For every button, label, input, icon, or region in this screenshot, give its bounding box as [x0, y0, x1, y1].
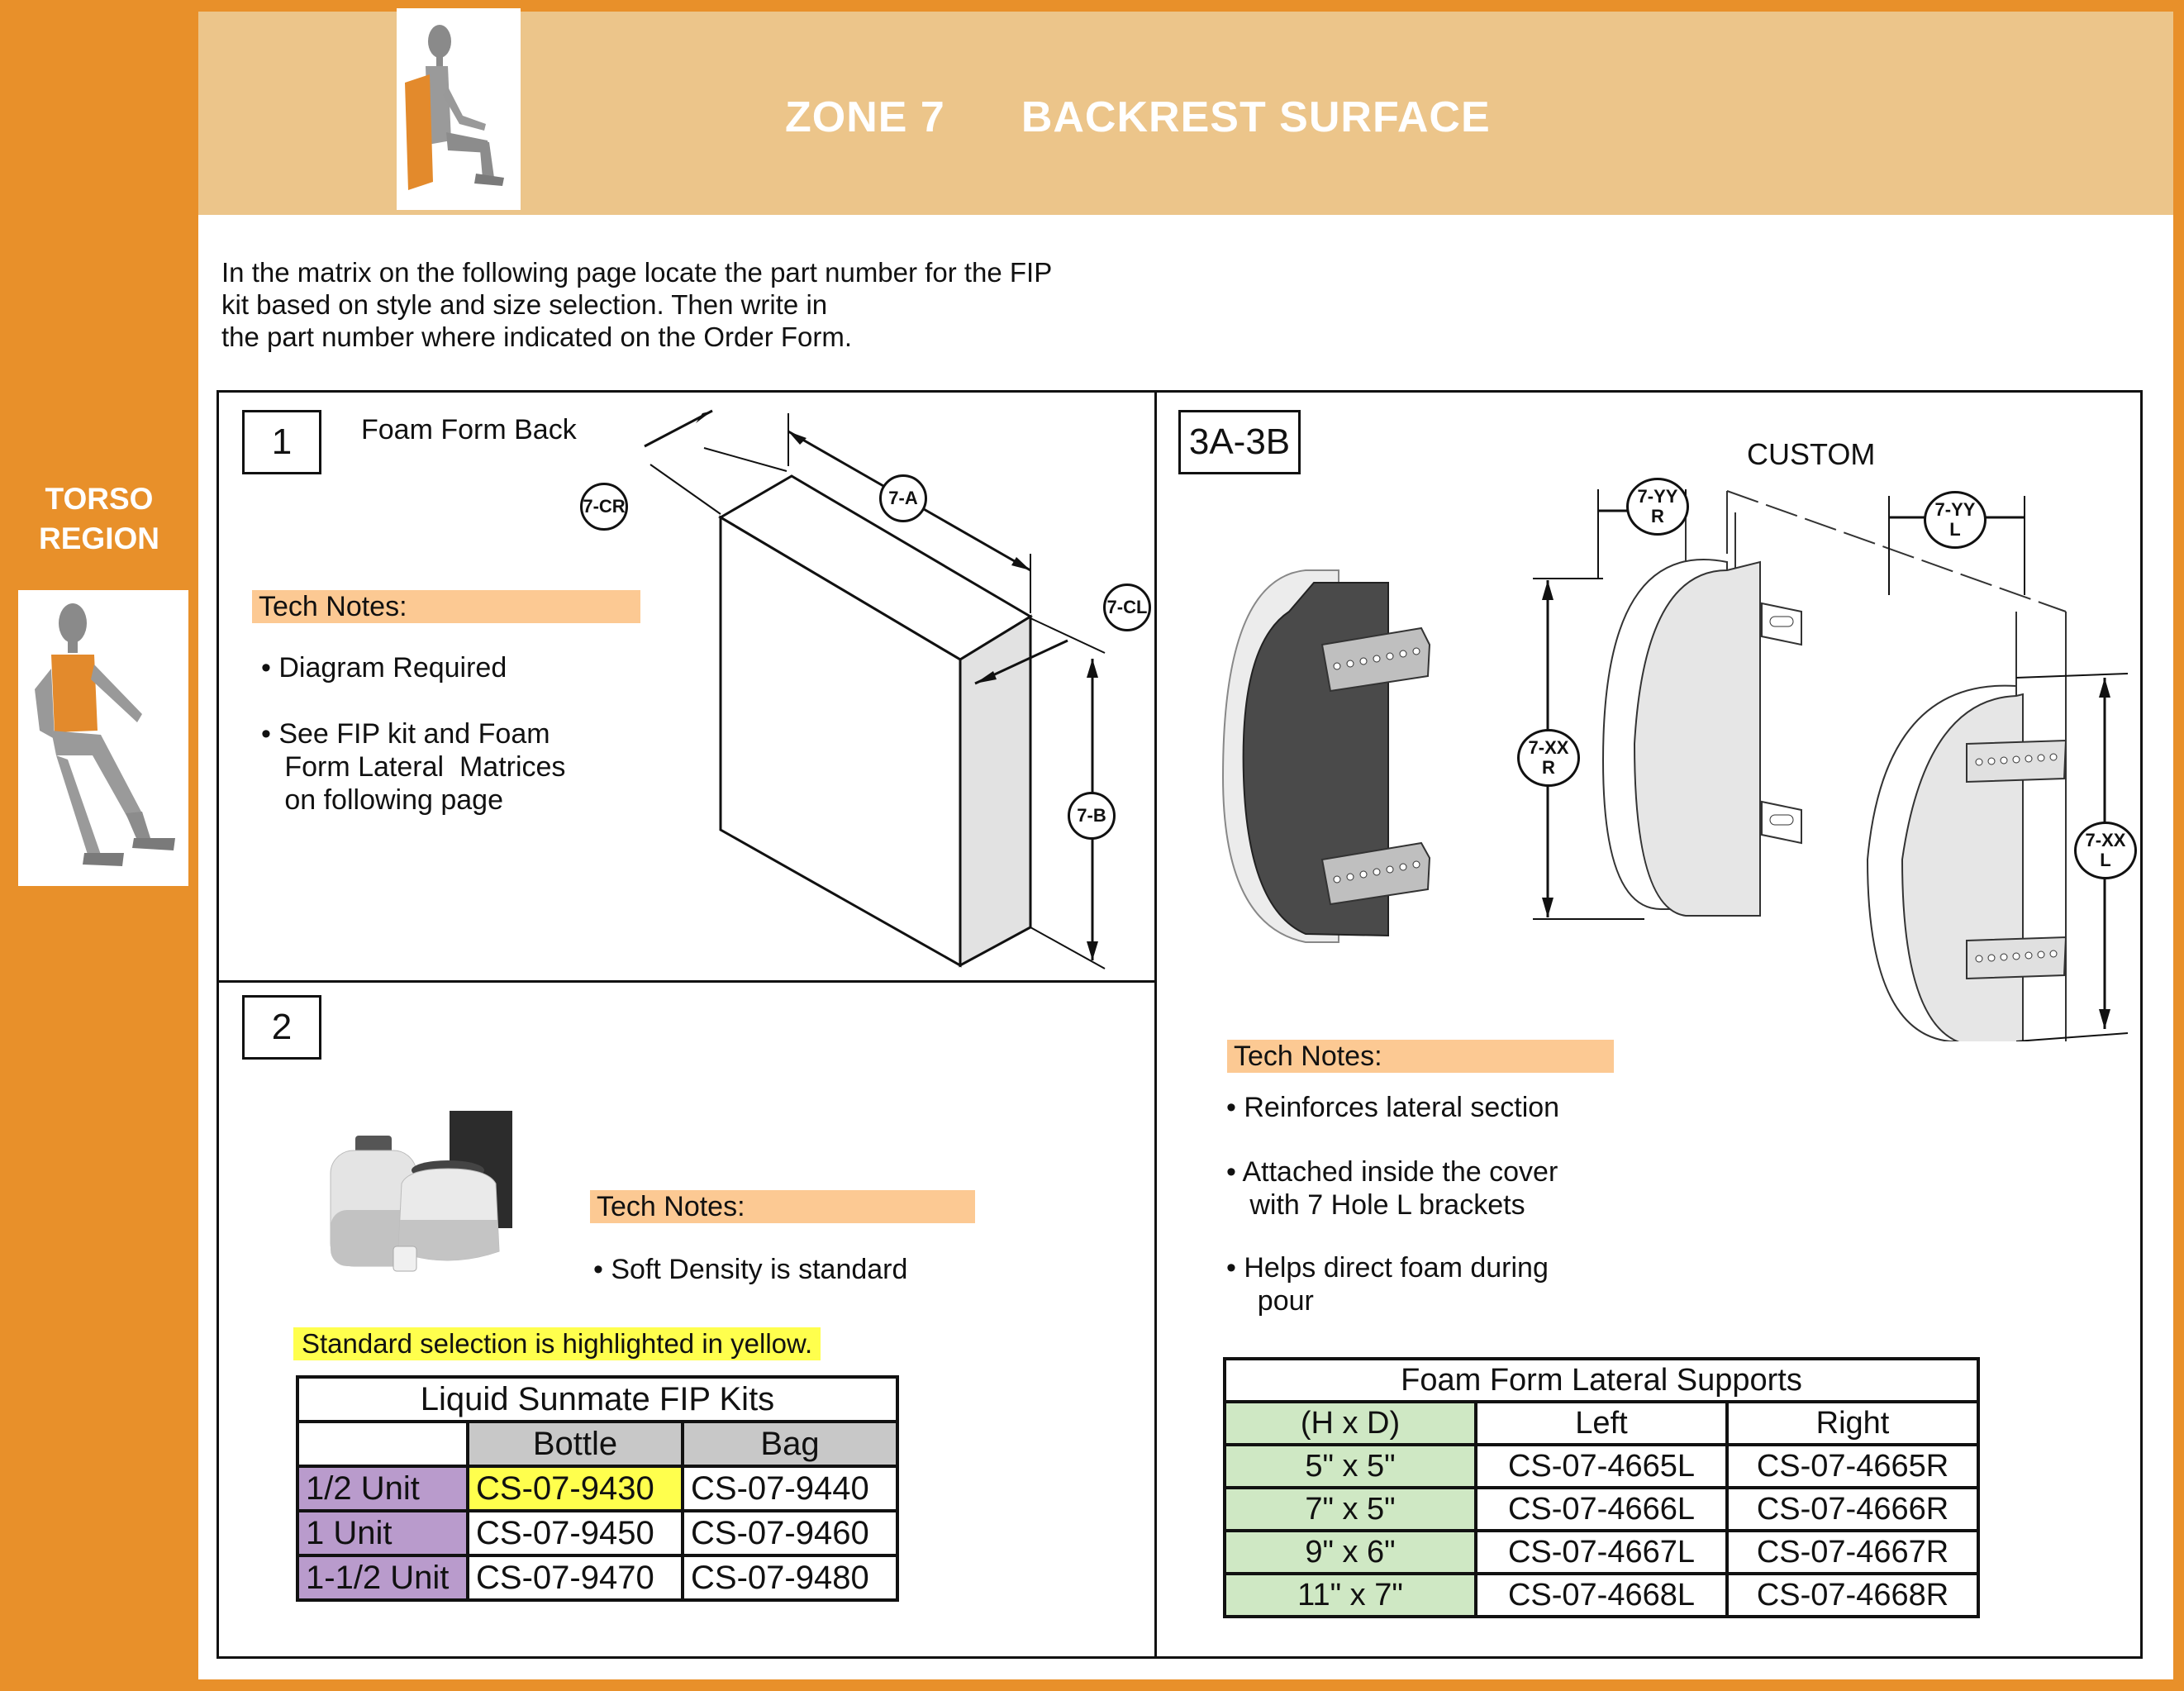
right-cell: CS-07-4668R: [1725, 1572, 1980, 1618]
lateral-supports-diagram: [1221, 489, 2129, 1041]
unit-cell: 1-1/2 Unit: [296, 1554, 469, 1602]
zone-label: ZONE 7: [785, 93, 945, 141]
bottom-border: [198, 1679, 2184, 1691]
right-border: [2173, 0, 2184, 1691]
col-right: Right: [1725, 1400, 1980, 1446]
unit-cell: 1/2 Unit: [296, 1465, 469, 1512]
col-bag: Bag: [681, 1420, 899, 1468]
top-border: [198, 0, 2184, 12]
seated-figure-backrest-image: [397, 8, 521, 210]
panel-2-tech-notes-label: Tech Notes:: [590, 1190, 975, 1223]
unit-cell: 1 Unit: [296, 1509, 469, 1557]
callout-7-yy-r-line2: R: [1651, 506, 1664, 526]
corner-cell: [296, 1420, 469, 1468]
size-cell: 7" x 5": [1223, 1486, 1477, 1532]
panel-1-note-1: • Diagram Required: [261, 652, 507, 684]
panel-1-number: 1: [242, 410, 321, 474]
intro-text: In the matrix on the following page loca…: [221, 257, 1053, 352]
grid-vertical-divider: [1154, 390, 1157, 1659]
bottle-cell: CS-07-9450: [466, 1509, 684, 1557]
table-row: 1/2 Unit CS-07-9430 CS-07-9440: [296, 1465, 899, 1512]
header-band: [198, 12, 2173, 215]
callout-7-cl: 7-CL: [1103, 584, 1151, 631]
bag-cell: CS-07-9440: [681, 1465, 899, 1512]
table-row: 1 Unit CS-07-9450 CS-07-9460: [296, 1509, 899, 1557]
custom-label: CUSTOM: [1747, 437, 1876, 471]
grid-horizontal-divider: [216, 980, 1155, 983]
right-cell: CS-07-4665R: [1725, 1443, 1980, 1489]
left-cell: CS-07-4666L: [1474, 1486, 1729, 1532]
region-label-line1: TORSO: [45, 482, 154, 516]
region-label-line2: REGION: [39, 522, 159, 555]
col-size: (H x D): [1223, 1400, 1477, 1446]
table-row: 5" x 5" CS-07-4665L CS-07-4665R: [1223, 1443, 1980, 1489]
callout-7-yy-l-line1: 7-YY: [1934, 499, 1976, 520]
seated-figure-torso-image: [18, 590, 188, 886]
callout-7-yy-r: 7-YY R: [1626, 478, 1689, 536]
panel-1-title: Foam Form Back: [361, 414, 577, 445]
callout-7-xx-r: 7-XX R: [1517, 729, 1580, 787]
content-grid: [216, 390, 2143, 1659]
col-bottle: Bottle: [466, 1420, 684, 1468]
panel-3-note-3: • Helps direct foam during pour: [1226, 1252, 1549, 1317]
panel-2-note-1: • Soft Density is standard: [593, 1254, 908, 1285]
callout-7-xx-r-line2: R: [1542, 757, 1555, 778]
callout-7-yy-l-line2: L: [1949, 519, 1961, 540]
panel-1-note-2: • See FIP kit and Foam Form Lateral Matr…: [261, 718, 566, 816]
table-row: 11" x 7" CS-07-4668L CS-07-4668R: [1223, 1572, 1980, 1618]
liquid-foam-bottles-image: [330, 1111, 512, 1272]
callout-7-b: 7-B: [1068, 792, 1116, 840]
size-cell: 5" x 5": [1223, 1443, 1477, 1489]
right-cell: CS-07-4667R: [1725, 1529, 1980, 1575]
region-label: TORSO REGION: [0, 479, 198, 559]
foam-form-back-diagram: [644, 409, 1106, 969]
table-row: 7" x 5" CS-07-4666L CS-07-4666R: [1223, 1486, 1980, 1532]
fip-kits-table: Liquid Sunmate FIP Kits Bottle Bag 1/2 U…: [296, 1375, 899, 1602]
lateral-supports-table: Foam Form Lateral Supports (H x D) Left …: [1223, 1357, 1980, 1618]
col-left: Left: [1474, 1400, 1729, 1446]
bottle-cell: CS-07-9470: [466, 1554, 684, 1602]
callout-7-yy-r-line1: 7-YY: [1637, 486, 1678, 507]
bottle-cell-standard: CS-07-9430: [466, 1465, 684, 1512]
panel-3-tech-notes-label: Tech Notes:: [1227, 1040, 1614, 1073]
page-title: ZONE 7 BACKREST SURFACE: [785, 93, 1491, 142]
callout-7-xx-l-line1: 7-XX: [2085, 830, 2126, 850]
callout-7-yy-l: 7-YY L: [1924, 491, 1987, 549]
callout-7-xx-l: 7-XX L: [2074, 822, 2137, 879]
callout-7-cr: 7-CR: [580, 483, 628, 531]
left-cell: CS-07-4665L: [1474, 1443, 1729, 1489]
panel-1-tech-notes-label: Tech Notes:: [252, 590, 640, 623]
callout-7-xx-r-line1: 7-XX: [1528, 737, 1569, 758]
panel-3-number: 3A-3B: [1178, 410, 1301, 474]
size-cell: 11" x 7": [1223, 1572, 1477, 1618]
table-row: 1-1/2 Unit CS-07-9470 CS-07-9480: [296, 1554, 899, 1602]
table-row: 9" x 6" CS-07-4667L CS-07-4667R: [1223, 1529, 1980, 1575]
left-cell: CS-07-4668L: [1474, 1572, 1729, 1618]
callout-7-xx-l-line2: L: [2100, 850, 2111, 870]
bag-cell: CS-07-9460: [681, 1509, 899, 1557]
right-cell: CS-07-4666R: [1725, 1486, 1980, 1532]
standard-selection-note: Standard selection is highlighted in yel…: [293, 1327, 821, 1360]
fip-kits-title: Liquid Sunmate FIP Kits: [296, 1375, 899, 1423]
bag-cell: CS-07-9480: [681, 1554, 899, 1602]
panel-3-note-1: • Reinforces lateral section: [1226, 1092, 1560, 1123]
left-cell: CS-07-4667L: [1474, 1529, 1729, 1575]
panel-2-number: 2: [242, 995, 321, 1060]
panel-3-note-2: • Attached inside the cover with 7 Hole …: [1226, 1156, 1558, 1221]
callout-7-a: 7-A: [879, 474, 927, 522]
size-cell: 9" x 6": [1223, 1529, 1477, 1575]
zone-title: BACKREST SURFACE: [1021, 93, 1491, 141]
lateral-table-title: Foam Form Lateral Supports: [1223, 1357, 1980, 1403]
